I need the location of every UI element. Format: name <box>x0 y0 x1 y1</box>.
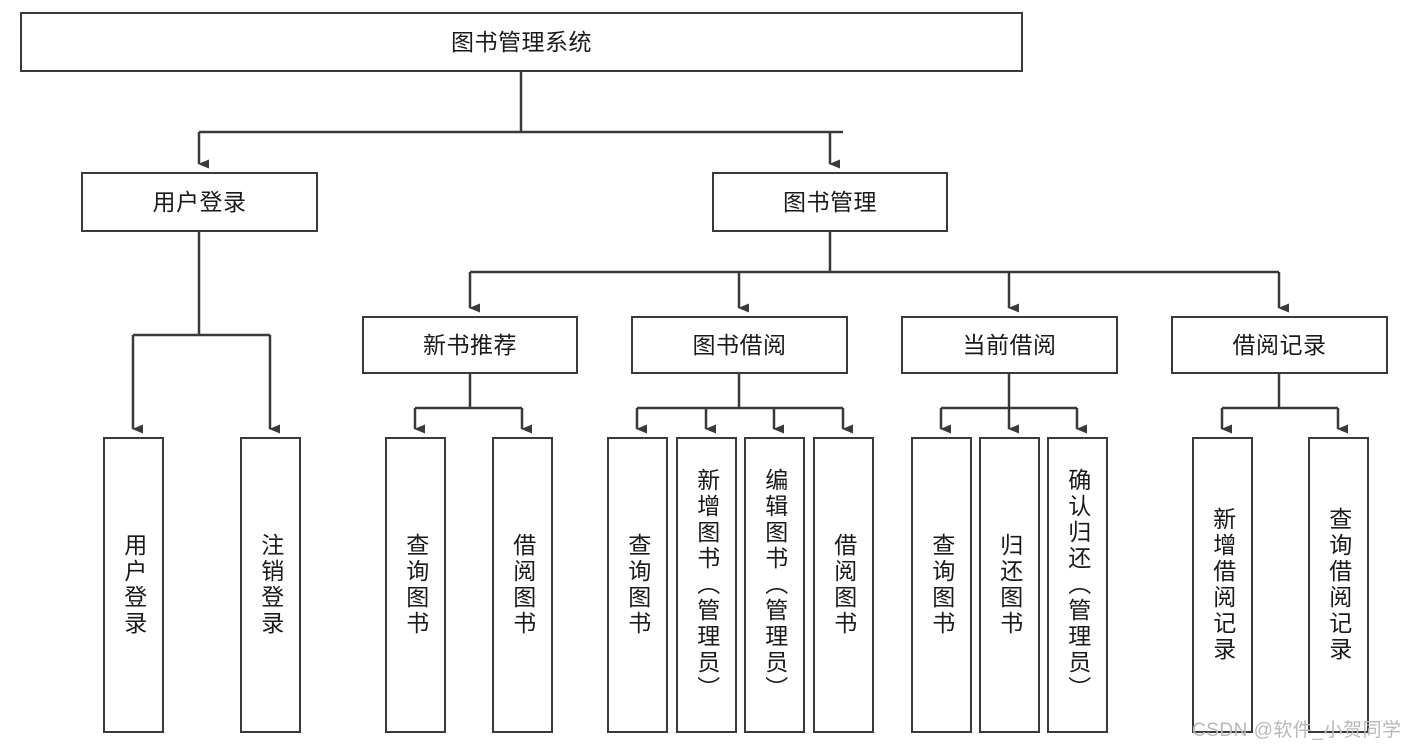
leaf-book-borrow-edit[interactable]: 编辑图书（管理员） <box>744 437 805 733</box>
node-label: 查询图书 <box>402 533 429 637</box>
node-label: 归还图书 <box>996 533 1023 637</box>
leaf-current-borrow-query[interactable]: 查询图书 <box>911 437 972 733</box>
node-user-login[interactable]: 用户登录 <box>81 172 318 232</box>
node-current-borrow[interactable]: 当前借阅 <box>901 316 1118 374</box>
leaf-user-login-logout[interactable]: 注销登录 <box>240 437 301 733</box>
node-label: 图书借阅 <box>692 331 787 358</box>
node-label: 借阅图书 <box>830 533 857 637</box>
leaf-borrow-records-add[interactable]: 新增借阅记录 <box>1192 437 1253 733</box>
node-label: 新增借阅记录 <box>1209 507 1236 663</box>
node-book-borrow[interactable]: 图书借阅 <box>631 316 848 374</box>
node-borrow-records[interactable]: 借阅记录 <box>1171 316 1388 374</box>
node-label: 查询图书 <box>624 533 651 637</box>
node-label: 图书管理系统 <box>451 28 592 55</box>
node-label: 图书管理 <box>783 188 877 215</box>
leaf-book-borrow-query[interactable]: 查询图书 <box>607 437 668 733</box>
node-label: 用户登录 <box>120 533 147 637</box>
leaf-book-borrow-add[interactable]: 新增图书（管理员） <box>676 437 737 733</box>
node-label: 借阅记录 <box>1232 331 1327 358</box>
node-label: 用户登录 <box>152 188 247 215</box>
leaf-book-borrow-borrow[interactable]: 借阅图书 <box>813 437 874 733</box>
node-label: 当前借阅 <box>962 331 1057 358</box>
node-label: 注销登录 <box>257 533 284 637</box>
node-label: 新书推荐 <box>423 331 517 358</box>
leaf-borrow-records-query[interactable]: 查询借阅记录 <box>1308 437 1369 733</box>
node-label: 编辑图书（管理员） <box>761 468 788 702</box>
leaf-current-borrow-confirm-return[interactable]: 确认归还（管理员） <box>1047 437 1108 733</box>
node-label: 查询图书 <box>928 533 955 637</box>
leaf-user-login-login[interactable]: 用户登录 <box>103 437 164 733</box>
node-book-management[interactable]: 图书管理 <box>712 172 948 232</box>
leaf-current-borrow-return[interactable]: 归还图书 <box>979 437 1040 733</box>
node-label: 确认归还（管理员） <box>1064 468 1091 702</box>
node-label: 借阅图书 <box>509 533 536 637</box>
node-new-book-recommend[interactable]: 新书推荐 <box>362 316 578 374</box>
leaf-new-book-borrow[interactable]: 借阅图书 <box>492 437 553 733</box>
node-label: 新增图书（管理员） <box>693 468 720 702</box>
leaf-new-book-query[interactable]: 查询图书 <box>385 437 446 733</box>
node-label: 查询借阅记录 <box>1325 507 1352 663</box>
node-root-system[interactable]: 图书管理系统 <box>20 12 1023 72</box>
